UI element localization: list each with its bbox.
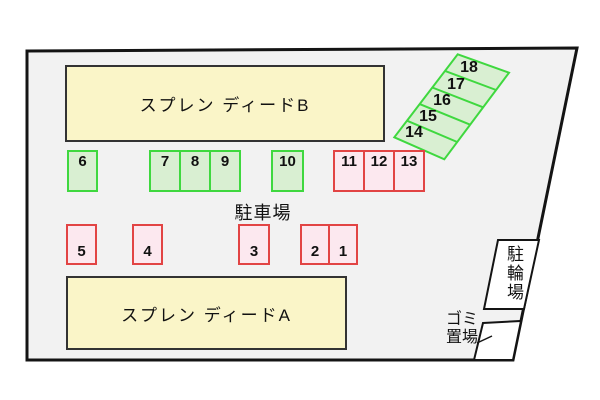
garbage-pointer-line bbox=[476, 335, 493, 344]
diagonal-stall-block: 18 17 16 15 14 bbox=[392, 53, 511, 161]
parking-space-4: 4 bbox=[132, 224, 163, 265]
parking-space-5: 5 bbox=[66, 224, 97, 265]
parking-space-group-7-9: 7 8 9 bbox=[149, 150, 241, 192]
bicycle-parking-box bbox=[482, 239, 541, 310]
parking-space-13: 13 bbox=[393, 150, 425, 192]
parking-space-9: 9 bbox=[209, 150, 241, 192]
parking-space-17: 17 bbox=[447, 76, 465, 93]
building-a: スプレン ディードA bbox=[66, 276, 347, 350]
building-b: スプレン ディードB bbox=[65, 65, 385, 142]
parking-space-10: 10 bbox=[271, 150, 304, 192]
parking-space-group-2-1: 2 1 bbox=[300, 224, 358, 265]
parking-space-15: 15 bbox=[419, 108, 437, 125]
parking-space-7: 7 bbox=[149, 150, 181, 192]
parking-space-3: 3 bbox=[238, 224, 270, 265]
stall-divider bbox=[431, 86, 484, 109]
parking-space-16: 16 bbox=[433, 92, 451, 109]
parking-space-group-11-13: 11 12 13 bbox=[333, 150, 425, 192]
stall-divider bbox=[444, 69, 497, 91]
parking-space-2: 2 bbox=[300, 224, 330, 265]
stall-divider bbox=[406, 119, 458, 143]
building-a-label: スプレン ディードA bbox=[121, 305, 292, 325]
stall-divider bbox=[419, 103, 471, 126]
parking-space-8: 8 bbox=[179, 150, 211, 192]
parking-space-6: 6 bbox=[67, 150, 98, 192]
bicycle-parking-label: 駐輪場 bbox=[504, 245, 523, 302]
parking-space-14: 14 bbox=[405, 124, 423, 141]
parking-space-1: 1 bbox=[328, 224, 358, 265]
garbage-area-label: ゴミ 置場 bbox=[445, 311, 478, 346]
parking-area-label: 駐車場 bbox=[234, 203, 292, 223]
building-b-label: スプレン ディードB bbox=[139, 96, 311, 115]
parking-space-11: 11 bbox=[333, 150, 365, 192]
garbage-box bbox=[472, 319, 523, 361]
parking-space-12: 12 bbox=[363, 150, 395, 192]
parking-space-18: 18 bbox=[460, 59, 478, 76]
diagonal-stall-outline bbox=[392, 53, 511, 161]
